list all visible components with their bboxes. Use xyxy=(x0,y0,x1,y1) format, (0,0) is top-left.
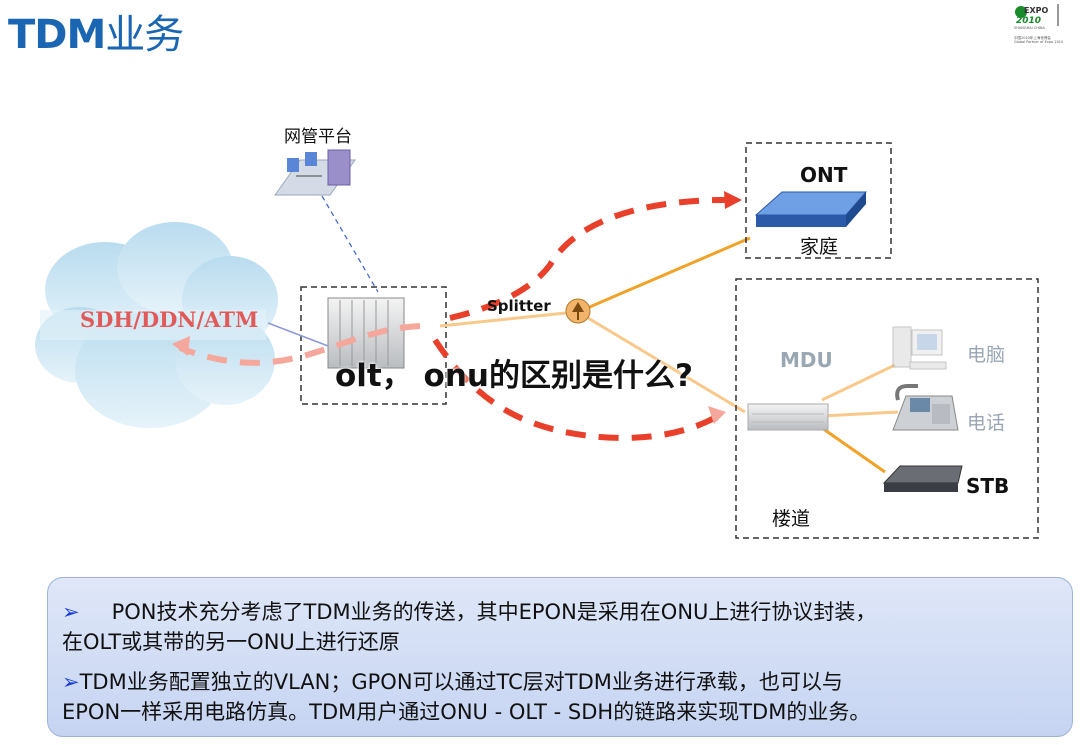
nms-label: 网管平台 xyxy=(284,127,352,147)
slide-title-latin: TDM xyxy=(8,12,106,58)
note-line-1-continued: 在OLT或其带的另一ONU上进行还原 xyxy=(62,630,400,654)
splitter-label: Splitter xyxy=(487,297,551,315)
bullet-arrow-icon: ➢ xyxy=(62,670,80,694)
telephone-icon xyxy=(892,384,959,431)
building-label: 楼道 xyxy=(772,508,811,530)
pc-label: 电脑 xyxy=(967,344,1006,366)
bullet-arrow-icon: ➢ xyxy=(62,600,80,624)
expo-logo-year: 2010 xyxy=(1016,16,1042,26)
mdu-label: MDU xyxy=(780,348,833,372)
mdu-device-icon xyxy=(747,403,829,431)
expo-logo-caption-1: SHANGHAI CHINA xyxy=(1014,26,1045,30)
olt-rack-icon xyxy=(327,297,405,369)
notes-box: ➢ PON技术充分考虑了TDM业务的传送，其中EPON是采用在ONU上进行协议封装… xyxy=(47,577,1073,737)
phone-label: 电话 xyxy=(967,412,1006,434)
overlay-question-title: olt， onu的区别是什么? xyxy=(335,358,693,394)
building-dashed-box xyxy=(735,278,1039,539)
cloud-label: SDH/DDN/ATM xyxy=(80,307,259,332)
note-line-1-text: PON技术充分考虑了TDM业务的传送，其中EPON是采用在ONU上进行协议封装， xyxy=(111,600,877,624)
computer-icon xyxy=(892,326,947,370)
nms-server-icon xyxy=(274,149,356,196)
expo-logo-text: EXPO xyxy=(1024,6,1049,15)
note-line-2-text: TDM业务配置独立的VLAN；GPON可以通过TC层对TDM业务进行承载，也可以… xyxy=(79,670,843,694)
note-line-2: ➢TDM业务配置独立的VLAN；GPON可以通过TC层对TDM业务进行承载，也可… xyxy=(62,667,843,697)
olt-dashed-box xyxy=(300,286,447,405)
note-line-2-continued: EPON一样采用电路仿真。TDM用户通过ONU - OLT - SDH的链路来实… xyxy=(62,700,871,724)
slide-title-cn: 业务 xyxy=(105,12,184,58)
splitter-icon xyxy=(565,298,591,324)
stb-label: STB xyxy=(966,474,1010,498)
note-line-1: ➢ PON技术充分考虑了TDM业务的传送，其中EPON是采用在ONU上进行协议封装… xyxy=(62,597,876,627)
expo-logo-caption-2: 中国2010年上海世博会 xyxy=(1014,36,1051,40)
expo-logo-caption-3: Global Partner of Expo 2010 xyxy=(1014,40,1064,44)
ont-dashed-box xyxy=(745,142,892,259)
stb-device-icon xyxy=(882,465,963,492)
ont-label: ONT xyxy=(800,163,848,187)
home-label: 家庭 xyxy=(800,236,839,258)
ont-device-icon xyxy=(754,191,868,227)
slide-title: TDM业务 xyxy=(8,2,184,60)
expo-logo-icon xyxy=(1008,0,1080,48)
